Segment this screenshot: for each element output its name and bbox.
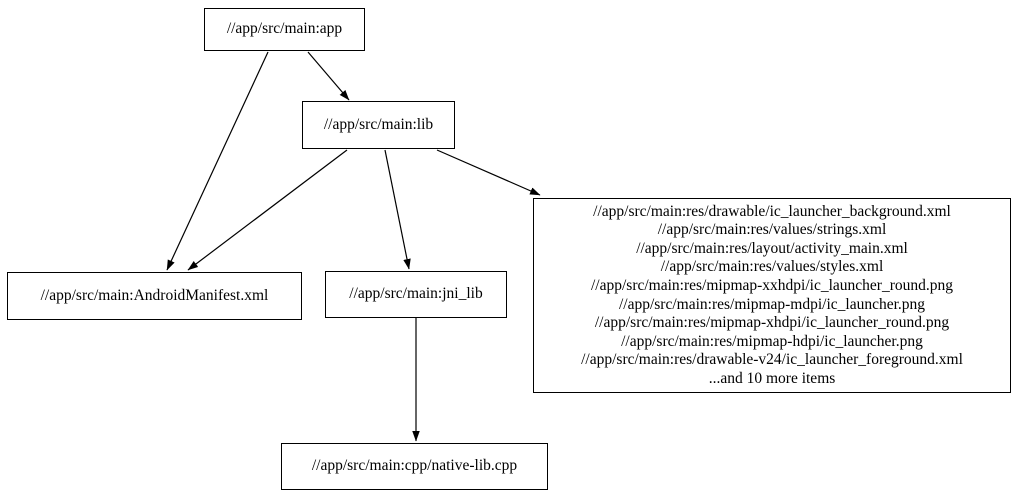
- node-app: //app/src/main:app: [204, 8, 365, 51]
- node-lib: //app/src/main:lib: [302, 101, 455, 149]
- edge-lib-to-jni-lib: [384, 149, 411, 270]
- edge-app-to-manifest: [166, 51, 269, 271]
- node-app-label: //app/src/main:app: [226, 20, 343, 38]
- res-item: //app/src/main:res/mipmap-xhdpi/ic_launc…: [594, 314, 950, 332]
- edge-app-to-lib: [307, 51, 350, 101]
- res-item: //app/src/main:res/values/strings.xml: [657, 221, 887, 239]
- edge-lib-to-manifest: [187, 149, 348, 271]
- res-item: //app/src/main:res/mipmap-mdpi/ic_launch…: [618, 295, 926, 313]
- res-more-items: ...and 10 more items: [708, 369, 836, 387]
- res-item: //app/src/main:res/layout/activity_main.…: [636, 239, 908, 257]
- node-native-lib-cpp: //app/src/main:cpp/native-lib.cpp: [281, 443, 548, 490]
- res-item: //app/src/main:res/mipmap-xxhdpi/ic_laun…: [590, 276, 953, 294]
- edge-lib-to-res-group: [436, 149, 541, 196]
- node-native-lib-cpp-label: //app/src/main:cpp/native-lib.cpp: [311, 457, 518, 475]
- res-item: //app/src/main:res/drawable-v24/ic_launc…: [581, 351, 963, 369]
- res-item: //app/src/main:res/drawable/ic_launcher_…: [593, 202, 951, 220]
- node-res-group: //app/src/main:res/drawable/ic_launcher_…: [533, 198, 1011, 393]
- node-android-manifest-label: //app/src/main:AndroidManifest.xml: [40, 286, 269, 304]
- node-android-manifest: //app/src/main:AndroidManifest.xml: [7, 272, 302, 320]
- res-item: //app/src/main:res/values/styles.xml: [660, 258, 884, 276]
- node-lib-label: //app/src/main:lib: [323, 115, 434, 133]
- node-jni-lib: //app/src/main:jni_lib: [325, 271, 507, 318]
- node-jni-lib-label: //app/src/main:jni_lib: [349, 285, 483, 303]
- res-item: //app/src/main:res/mipmap-hdpi/ic_launch…: [621, 332, 923, 350]
